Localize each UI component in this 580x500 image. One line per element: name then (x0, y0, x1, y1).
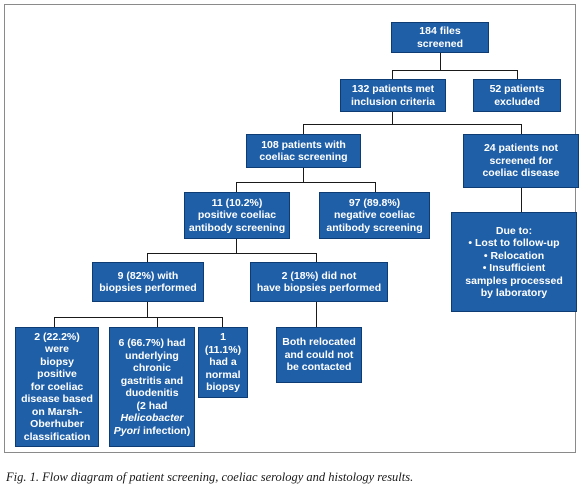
biopsies-performed-box: 9 (82%) with biopsies performed (92, 262, 204, 302)
connector-line (521, 124, 522, 134)
diagram-frame: 184 files screened 132 patients met incl… (4, 4, 579, 453)
connector-line (54, 317, 55, 327)
reason-relocation: • Relocation (483, 249, 545, 262)
connector-line (303, 124, 304, 134)
connector-line (375, 182, 376, 192)
inclusion-criteria-box: 132 patients met inclusion criteria (340, 79, 446, 112)
relocated-box: Both relocated and could not be contacte… (276, 327, 362, 383)
connector-line (157, 317, 158, 327)
biopsies-not-performed-box: 2 (18%) did not have biopsies performed (250, 262, 388, 302)
connector-line (147, 302, 148, 317)
biopsy-positive-text: 2 (22.2%) were biopsy positive for coeli… (21, 330, 93, 443)
positive-serology-box: 11 (10.2%) positive coeliac antibody scr… (184, 192, 290, 239)
coeliac-screening-text: 108 patients with coeliac screening (259, 138, 348, 164)
files-screened-text: 184 files screened (416, 25, 464, 50)
excluded-text: 52 patients excluded (489, 83, 545, 108)
gastritis-text: 6 (66.7%) had underlying chronic gastrit… (114, 337, 190, 437)
connector-line (236, 182, 237, 192)
connector-line (147, 253, 148, 262)
normal-biopsy-box: 1 (11.1%) had a normal biopsy (198, 327, 248, 398)
connector-line (392, 70, 393, 79)
due-to-title: Due to: (495, 224, 533, 237)
figure-caption: Fig. 1. Flow diagram of patient screenin… (6, 470, 414, 484)
normal-biopsy-text: 1 (11.1%) had a normal biopsy (204, 331, 242, 394)
negative-serology-box: 97 (89.8%) negative coeliac antibody scr… (319, 192, 430, 239)
connector-line (517, 70, 518, 79)
coeliac-screening-box: 108 patients with coeliac screening (246, 134, 361, 168)
gastritis-main-text: 6 (66.7%) had underlying chronic gastrit… (118, 337, 186, 412)
connector-line (440, 53, 441, 70)
connector-line (316, 302, 317, 327)
connector-line (303, 124, 521, 125)
connector-line (222, 317, 223, 327)
connector-line (392, 112, 393, 124)
not-screened-box: 24 patients not screened for coeliac dis… (463, 134, 579, 188)
connector-line (236, 239, 237, 253)
connector-line (316, 253, 317, 262)
biopsy-positive-box: 2 (22.2%) were biopsy positive for coeli… (15, 327, 99, 447)
relocated-text: Both relocated and could not be contacte… (282, 336, 356, 374)
biopsies-not-performed-text: 2 (18%) did not have biopsies performed (256, 269, 382, 295)
connector-line (54, 317, 222, 318)
connector-line (147, 253, 316, 254)
positive-serology-text: 11 (10.2%) positive coeliac antibody scr… (188, 196, 286, 234)
gastritis-tail-text: infection) (140, 424, 191, 437)
not-screened-text: 24 patients not screened for coeliac dis… (482, 142, 560, 180)
excluded-box: 52 patients excluded (473, 79, 561, 112)
inclusion-criteria-text: 132 patients met inclusion criteria (350, 83, 436, 108)
negative-serology-text: 97 (89.8%) negative coeliac antibody scr… (326, 196, 423, 234)
reason-insufficient-samples: • Insufficient samples processed by labo… (465, 262, 563, 299)
helicobacter-italic-text: Helicobacter Pyori (113, 412, 184, 437)
connector-line (392, 70, 517, 71)
connector-line (236, 182, 375, 183)
connector-line (303, 168, 304, 182)
biopsies-performed-text: 9 (82%) with biopsies performed (99, 269, 197, 295)
reason-lost-to-follow-up: • Lost to follow-up (468, 237, 560, 249)
gastritis-box: 6 (66.7%) had underlying chronic gastrit… (109, 327, 195, 447)
files-screened-box: 184 files screened (391, 22, 489, 53)
connector-line (521, 188, 522, 212)
exclusion-reasons-box: Due to: • Lost to follow-up • Relocation… (451, 212, 577, 312)
